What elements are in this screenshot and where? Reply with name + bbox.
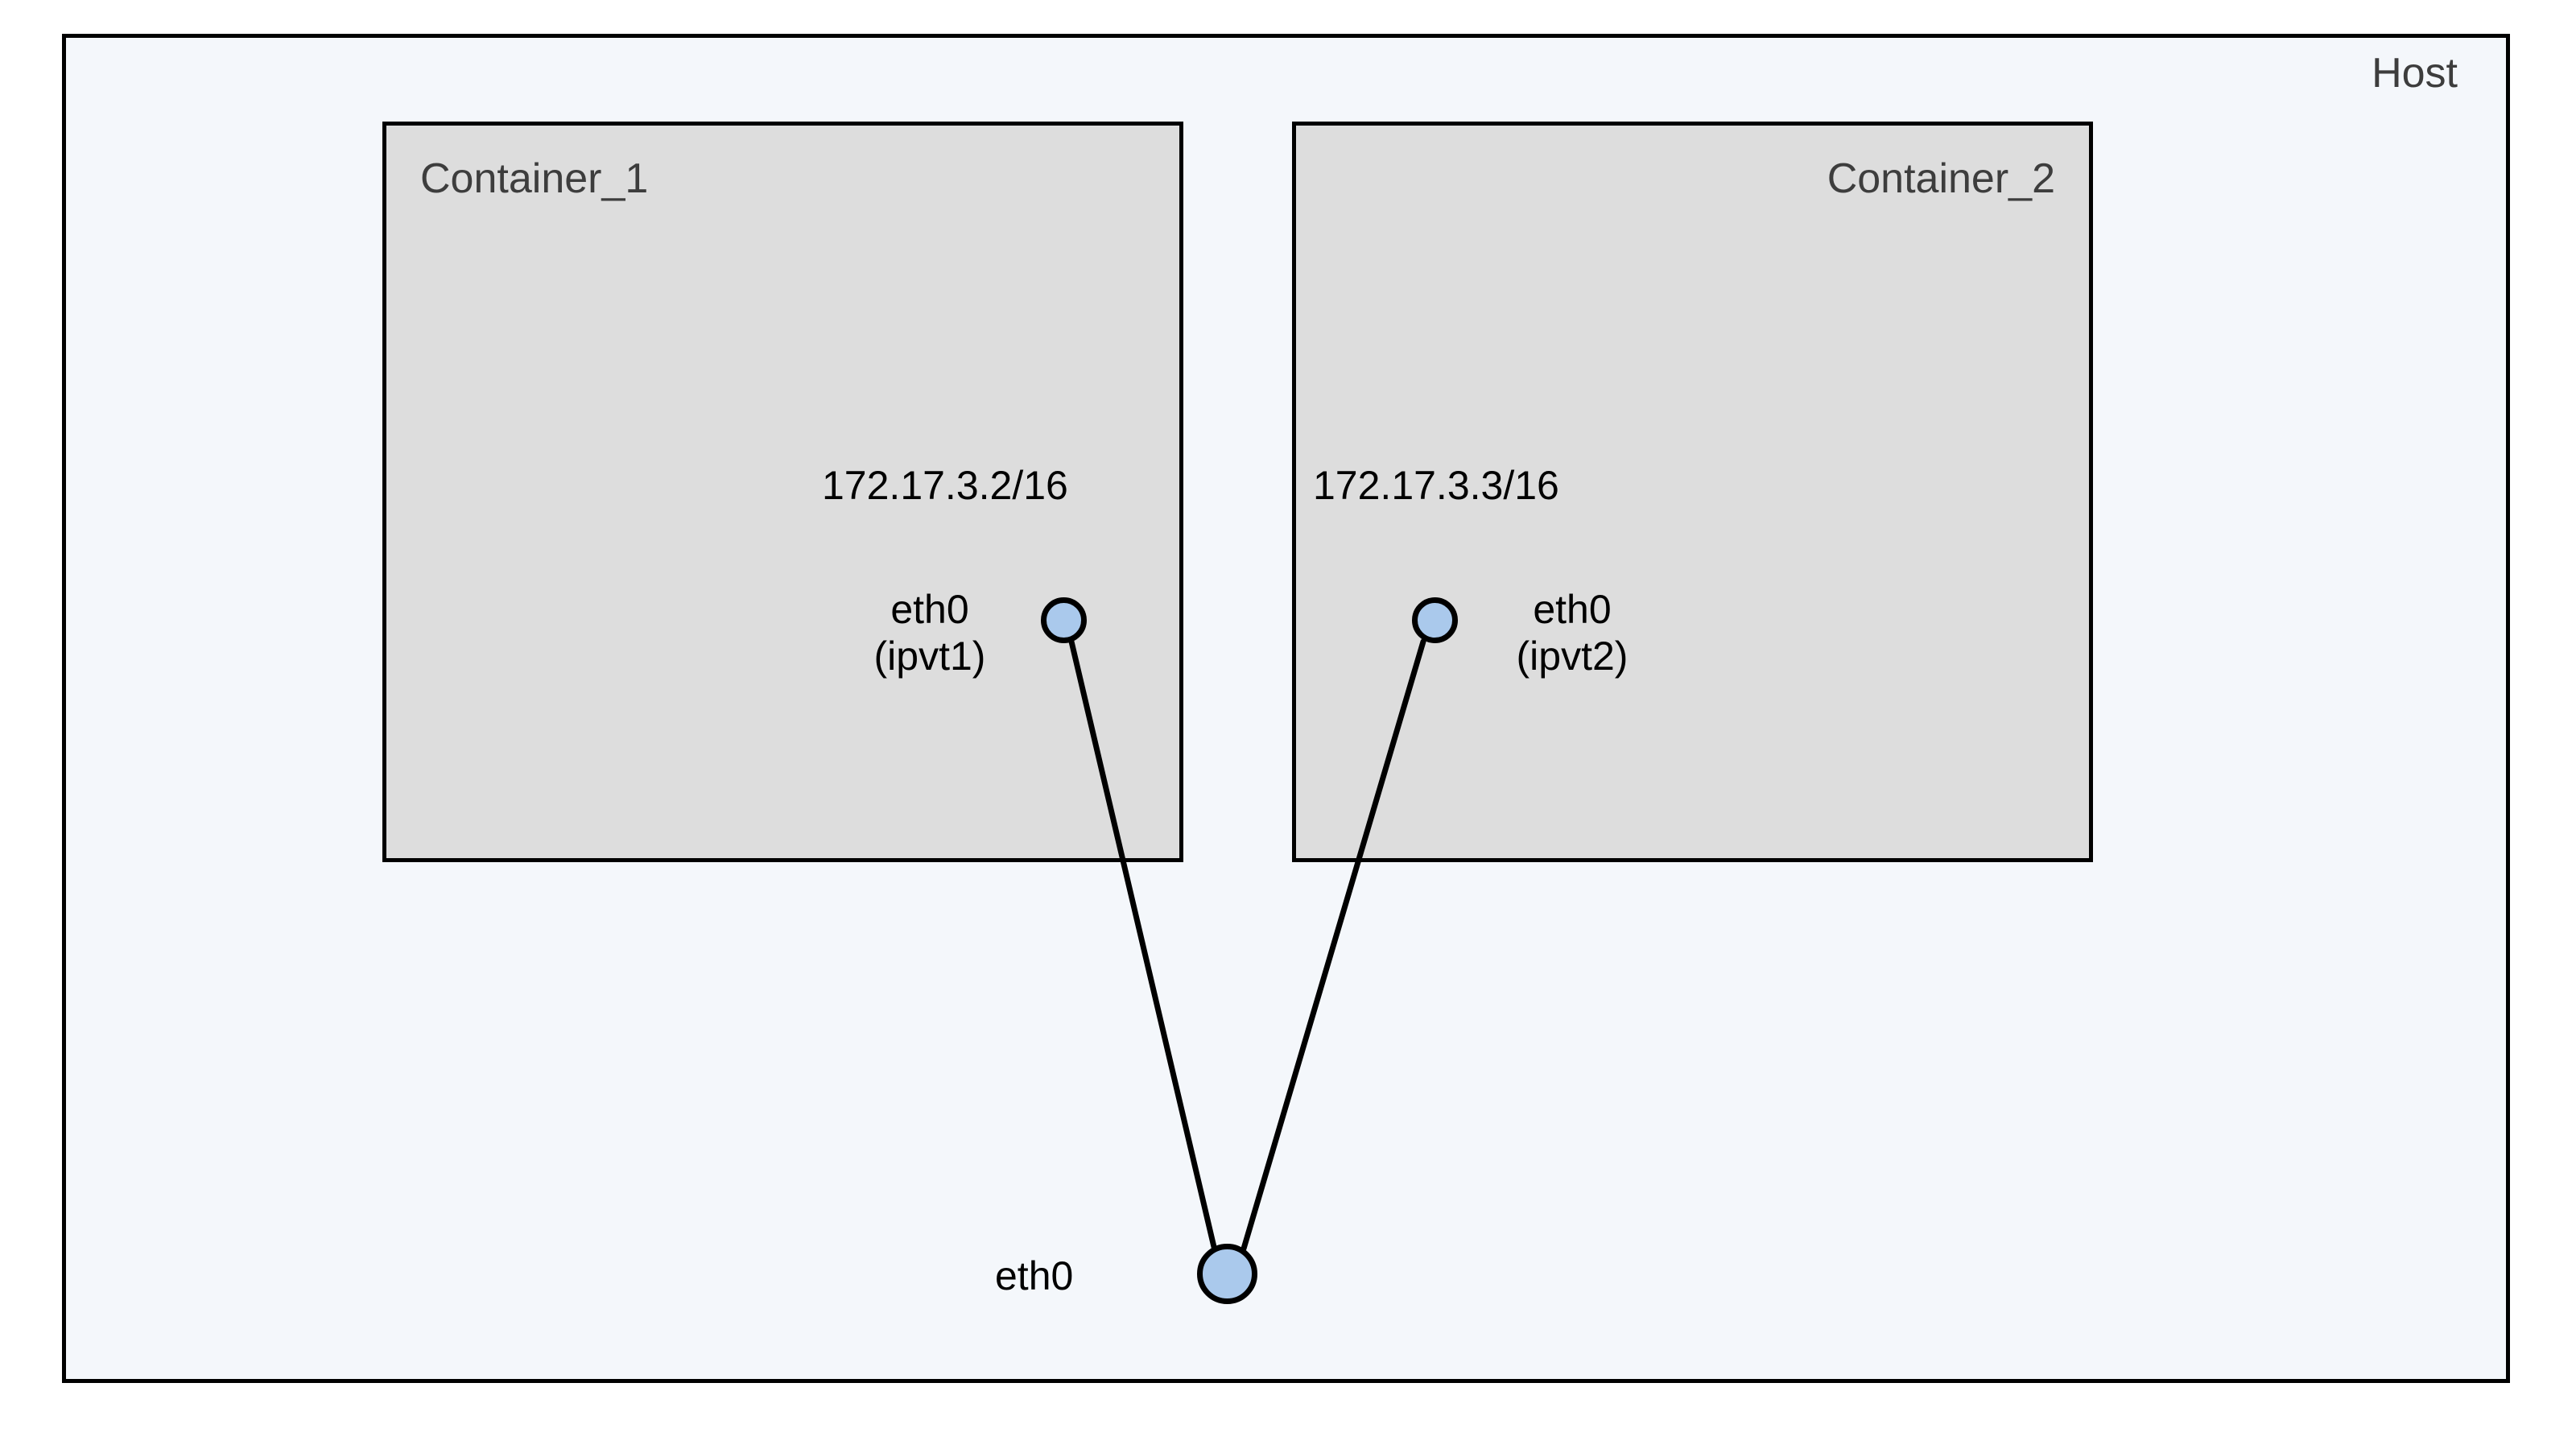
container-2-box: Container_2 xyxy=(1292,122,2093,862)
node-host-eth0[interactable] xyxy=(1197,1244,1257,1304)
host-label: Host xyxy=(2372,50,2458,97)
container-2-label: Container_2 xyxy=(1827,155,2055,202)
container-1-interface-name: eth0 xyxy=(890,587,969,632)
container-1-ip-label: 172.17.3.2/16 xyxy=(822,463,1068,508)
container-2-interface-label: eth0 (ipvt2) xyxy=(1480,586,1665,679)
host-box: Host Container_1 Container_2 xyxy=(62,34,2510,1383)
container-1-box: Container_1 xyxy=(382,122,1183,862)
node-container-2-eth0[interactable] xyxy=(1412,597,1458,643)
node-container-1-eth0[interactable] xyxy=(1041,597,1087,643)
host-interface-label: eth0 xyxy=(995,1253,1074,1298)
container-2-interface-alias: (ipvt2) xyxy=(1516,634,1629,679)
container-2-interface-name: eth0 xyxy=(1533,587,1612,632)
container-1-label: Container_1 xyxy=(420,155,649,202)
container-2-ip-label: 172.17.3.3/16 xyxy=(1313,463,1559,508)
container-1-interface-label: eth0 (ipvt1) xyxy=(837,586,1022,679)
container-1-interface-alias: (ipvt1) xyxy=(873,634,986,679)
